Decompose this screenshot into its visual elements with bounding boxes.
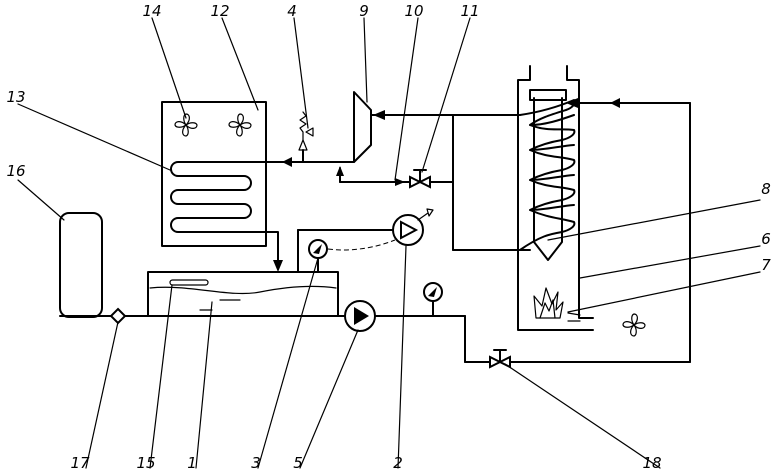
label-16: 16 (6, 162, 25, 180)
label-7: 7 (761, 256, 771, 274)
label-11: 11 (460, 2, 479, 20)
label-3: 3 (251, 454, 261, 472)
label-4: 4 (287, 2, 297, 20)
pressure-gauge (424, 283, 442, 301)
relief-valve (282, 112, 313, 167)
label-1: 1 (187, 454, 197, 472)
valve-18 (490, 350, 510, 367)
label-15: 15 (136, 454, 155, 472)
label-13: 13 (6, 88, 25, 106)
condenser-unit (162, 102, 292, 272)
leader-lines (18, 18, 760, 468)
fan-icon (623, 314, 645, 336)
label-12: 12 (210, 2, 229, 20)
boiler (518, 66, 593, 330)
accumulator (60, 213, 148, 317)
label-18: 18 (642, 454, 661, 472)
label-9: 9 (359, 2, 369, 20)
label-8: 8 (761, 180, 771, 198)
feed-pump (345, 301, 375, 331)
tank (148, 272, 338, 316)
label-5: 5 (293, 454, 303, 472)
label-14: 14 (142, 2, 161, 20)
label-2: 2 (393, 454, 403, 472)
pressure-gauge (309, 240, 327, 258)
flame-icon (534, 288, 563, 318)
label-10: 10 (404, 2, 423, 20)
circulation-pump (393, 209, 433, 245)
valve-11 (410, 170, 430, 187)
label-17: 17 (70, 454, 90, 472)
label-6: 6 (761, 230, 771, 248)
fan-icon (229, 114, 251, 136)
check-valve (111, 309, 125, 323)
part-labels: 14 12 4 9 10 11 13 16 8 6 7 17 15 1 3 5 … (6, 2, 771, 472)
condenser-coil (171, 162, 292, 268)
